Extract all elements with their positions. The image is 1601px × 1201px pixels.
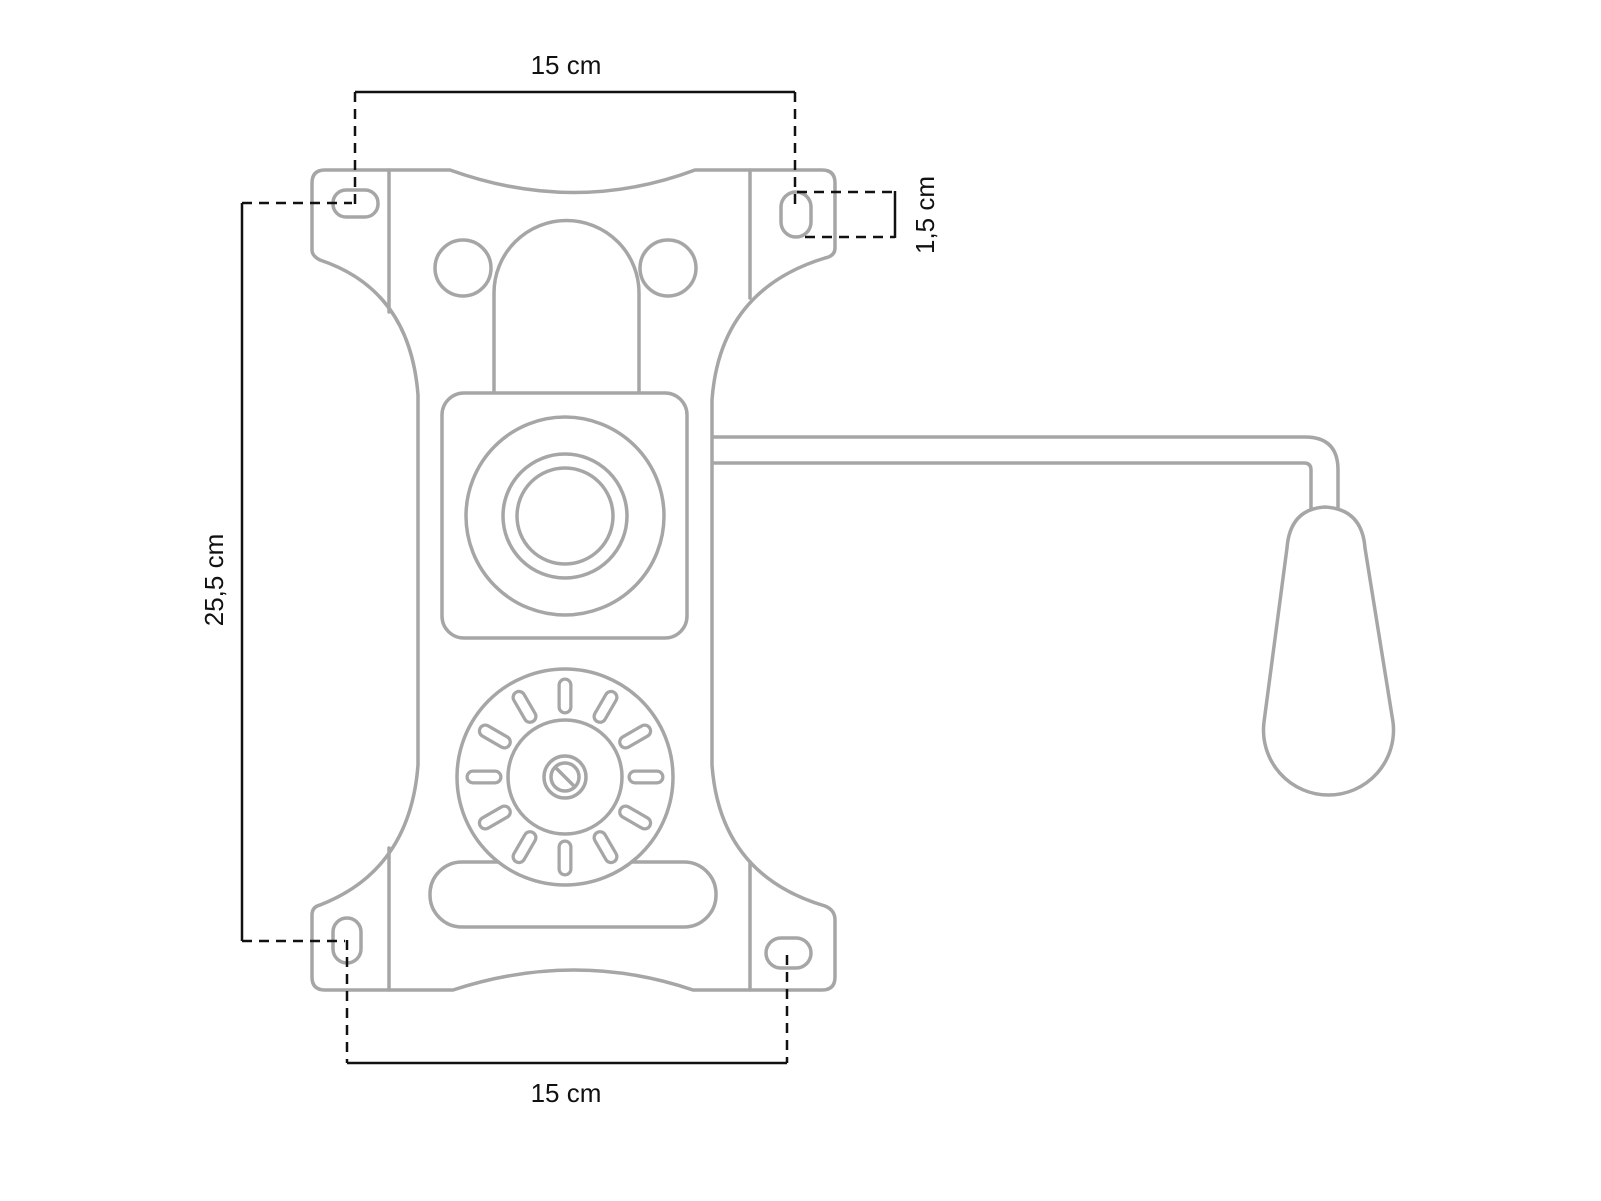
dimension-slot: 1,5 cm: [797, 176, 940, 254]
top-width-label: 15 cm: [531, 50, 602, 80]
knob-spoke: [514, 693, 535, 721]
plate-ribs: [387, 168, 752, 992]
knob-spoke: [481, 807, 509, 828]
hole-right: [638, 238, 698, 298]
mounting-slots: [331, 188, 813, 970]
knob-spoke: [595, 693, 616, 721]
knob-spoke: [621, 807, 649, 828]
cylinder-mount: [440, 391, 689, 640]
knob-spoke: [481, 726, 509, 747]
height-label: 25,5 cm: [199, 534, 229, 627]
dimension-bottom: 15 cm: [345, 940, 789, 1108]
bottom-width-label: 15 cm: [531, 1078, 602, 1108]
knob-spoke: [621, 726, 649, 747]
hole-left: [433, 238, 493, 298]
dimension-top: 15 cm: [353, 50, 797, 210]
lever: [710, 435, 1396, 797]
base-plate: [310, 168, 837, 992]
lever-handle: [1261, 505, 1396, 797]
dimension-height: 25,5 cm: [199, 201, 352, 943]
arch: [492, 218, 641, 394]
slot-length-label: 1,5 cm: [910, 176, 940, 254]
knob-spoke: [595, 833, 616, 861]
tension-knob: [455, 667, 675, 887]
knob-spoke: [514, 833, 535, 861]
